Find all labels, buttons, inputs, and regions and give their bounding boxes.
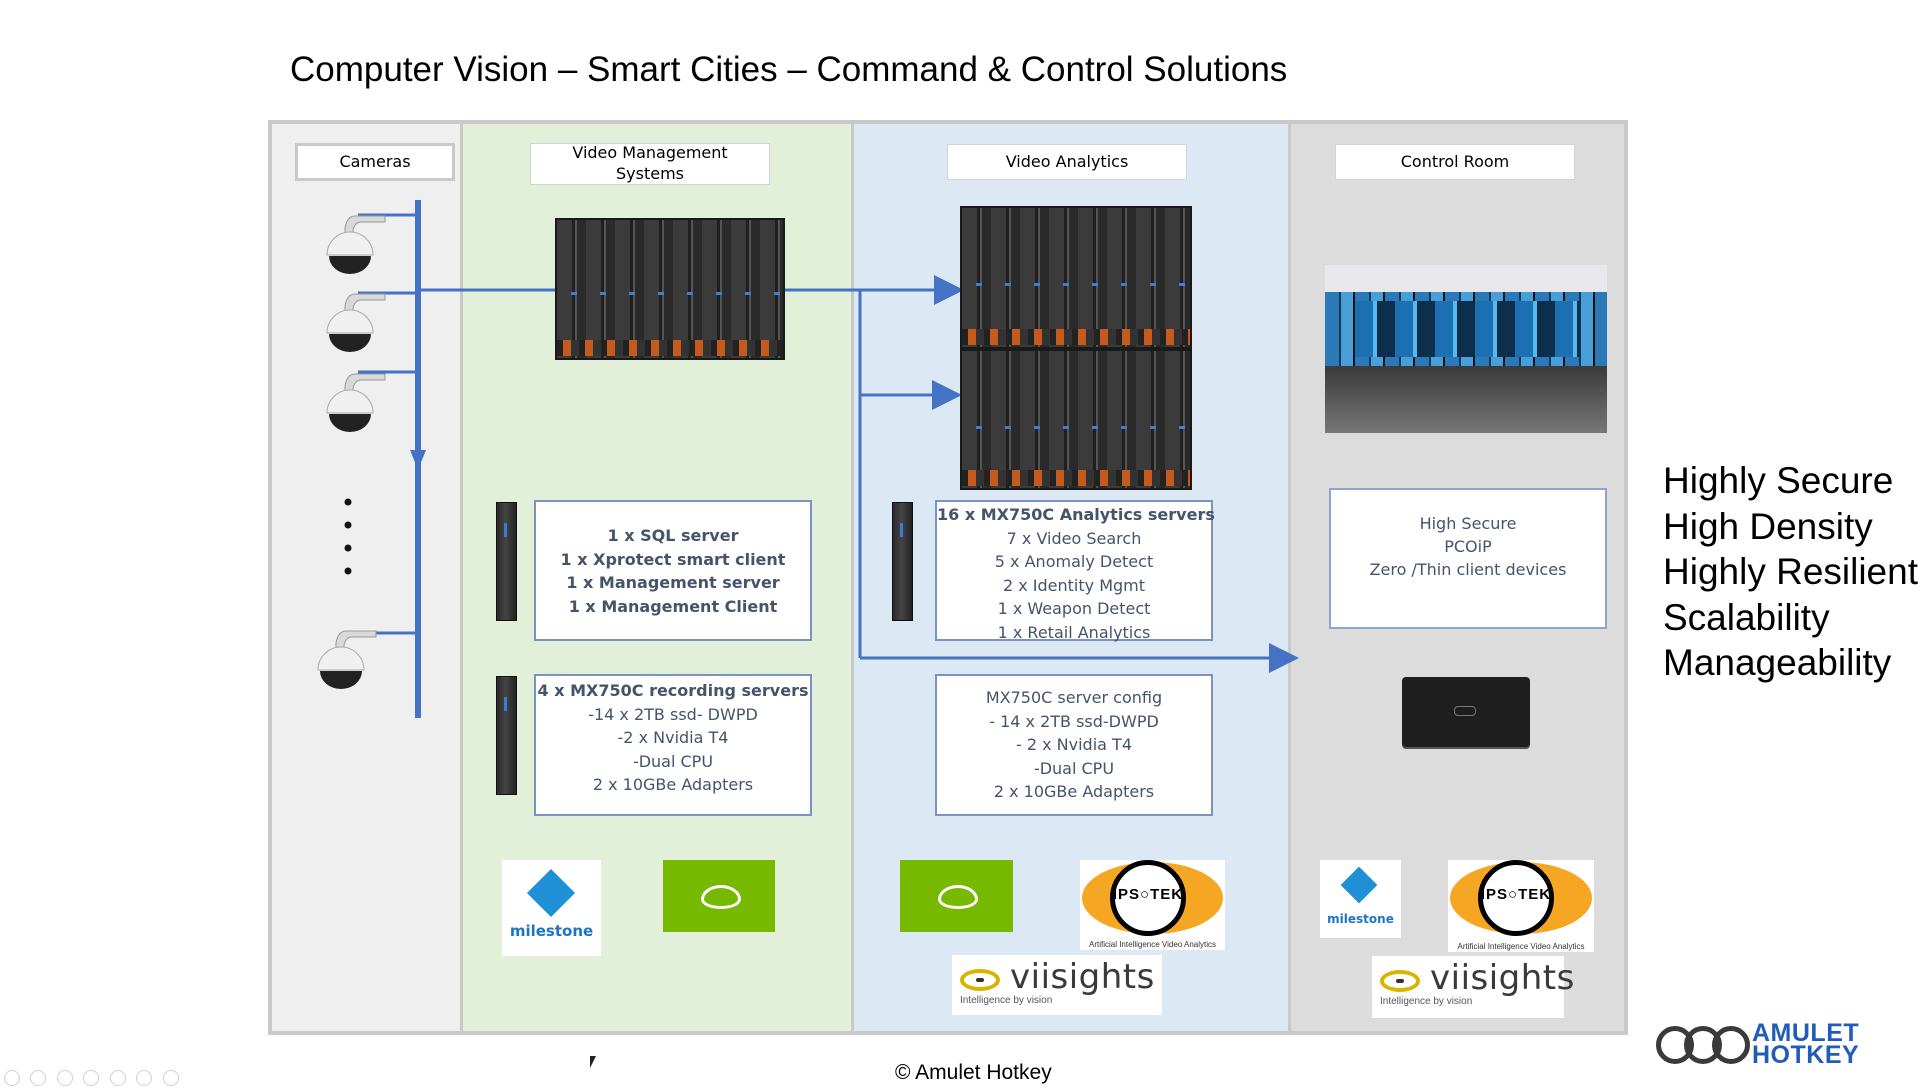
benefits-list: Highly Secure High Density Highly Resili… xyxy=(1663,458,1918,686)
ipsotek-logo: IPS○TEK Artificial Intelligence Video An… xyxy=(1080,860,1225,950)
zoom-icon[interactable] xyxy=(109,1070,126,1086)
box-line: 4 x MX750C recording servers xyxy=(537,681,809,700)
box-line: 1 x Xprotect smart client xyxy=(560,549,786,569)
analytics-chassis-image xyxy=(960,349,1192,490)
box-line: 1 x Management server xyxy=(566,573,780,592)
control-room-devices-box: High Secure PCOiP Zero /Thin client devi… xyxy=(1329,488,1607,629)
viisights-logo: viisights Intelligence by vision xyxy=(952,955,1162,1015)
more-options-icon[interactable] xyxy=(162,1070,179,1086)
amulet-hotkey-logo: AMULET HOTKEY xyxy=(1656,1018,1908,1068)
analytics-server-config-box: MX750C server config - 14 x 2TB ssd-DWPD… xyxy=(935,674,1213,816)
vms-header-line2: Systems xyxy=(616,164,684,183)
cameras-header: Cameras xyxy=(295,143,455,181)
box-line: 2 x Identity Mgmt xyxy=(1002,575,1146,595)
vms-chassis-image xyxy=(555,218,785,360)
benefit-item: High Density xyxy=(1663,505,1873,547)
server-blade-icon xyxy=(496,676,517,795)
box-line: -Dual CPU xyxy=(632,751,714,771)
vms-header: Video Management Systems xyxy=(530,143,770,185)
slides-grid-icon[interactable] xyxy=(83,1070,100,1086)
subtitles-icon[interactable] xyxy=(136,1070,153,1086)
viisights-logo-text: viisights xyxy=(1010,957,1155,997)
viisights-logo: viisights Intelligence by vision xyxy=(1372,956,1574,1018)
diagram-frame xyxy=(268,120,1628,1035)
ptz-camera-icon xyxy=(326,215,386,274)
box-line: 2 x 10GBe Adapters xyxy=(993,782,1155,801)
box-line: -14 x 2TB ssd- DWPD xyxy=(588,704,758,724)
previous-slide-icon[interactable] xyxy=(4,1070,20,1086)
control-room-header: Control Room xyxy=(1335,144,1575,180)
viisights-logo-subtext: Intelligence by vision xyxy=(1380,996,1473,1007)
ipsotek-logo-text: IPS○TEK xyxy=(1112,886,1184,903)
box-line: PCOiP xyxy=(1444,537,1492,556)
vms-header-line1: Video Management xyxy=(572,143,728,163)
milestone-logo-text: milestone xyxy=(509,922,594,940)
box-line: - 2 x Nvidia T4 xyxy=(1015,735,1132,754)
slide-title: Computer Vision – Smart Cities – Command… xyxy=(290,50,1288,89)
box-line: Zero /Thin client devices xyxy=(1369,560,1567,579)
box-line: 1 x Management Client xyxy=(568,596,778,616)
viisights-logo-subtext: Intelligence by vision xyxy=(960,995,1053,1006)
analytics-chassis-image xyxy=(960,206,1192,349)
column-divider xyxy=(460,124,463,1031)
box-line: 1 x SQL server xyxy=(607,526,739,545)
next-slide-icon[interactable] xyxy=(30,1070,47,1086)
box-line: -Dual CPU xyxy=(1033,758,1115,778)
box-line: 16 x MX750C Analytics servers xyxy=(937,505,1215,524)
cameras-column xyxy=(272,124,460,1031)
copyright-text: © Amulet Hotkey xyxy=(895,1061,1052,1084)
benefit-item: Highly Resilient xyxy=(1663,551,1918,592)
nvidia-logo xyxy=(663,860,775,932)
amulet-logo-line1: AMULET xyxy=(1752,1019,1860,1047)
mouse-cursor-icon xyxy=(590,1056,596,1068)
ipsotek-logo-subtext: Artificial Intelligence Video Analytics xyxy=(1457,942,1585,951)
benefit-item: Scalability xyxy=(1663,596,1830,638)
box-line: MX750C server config xyxy=(985,688,1163,707)
ipsotek-logo-text: IPS○TEK xyxy=(1480,886,1552,903)
column-divider xyxy=(1288,124,1291,1031)
vms-recording-servers-box: 4 x MX750C recording servers -14 x 2TB s… xyxy=(534,674,812,816)
server-blade-icon xyxy=(496,502,517,621)
nvidia-logo xyxy=(900,860,1013,932)
box-line: 1 x Retail Analytics xyxy=(997,622,1151,642)
slideshow-toolbar[interactable] xyxy=(4,1070,185,1090)
box-line: 1 x Weapon Detect xyxy=(997,599,1151,618)
bus-arrow-icon xyxy=(410,450,426,470)
column-divider xyxy=(851,124,854,1031)
box-line: - 14 x 2TB ssd-DWPD xyxy=(989,711,1159,731)
amulet-logo-line2: HOTKEY xyxy=(1752,1041,1860,1069)
ptz-camera-icon xyxy=(326,293,386,352)
analytics-servers-box: 16 x MX750C Analytics servers 7 x Video … xyxy=(935,500,1215,642)
box-line: 7 x Video Search xyxy=(1006,528,1142,548)
milestone-logo: milestone xyxy=(502,860,601,956)
zero-client-device-image xyxy=(1402,677,1530,747)
ipsotek-logo: IPS○TEK Artificial Intelligence Video An… xyxy=(1448,860,1594,952)
milestone-logo: milestone xyxy=(1320,860,1401,938)
ptz-camera-icon xyxy=(317,630,377,689)
box-line: 2 x 10GBe Adapters xyxy=(592,775,754,794)
vms-config-box: 1 x SQL server 1 x Xprotect smart client… xyxy=(534,500,812,641)
ptz-camera-icon xyxy=(326,373,386,432)
box-line: -2 x Nvidia T4 xyxy=(617,728,729,747)
control-room-photo xyxy=(1325,265,1607,433)
box-line: High Secure xyxy=(1419,514,1517,533)
milestone-logo-text: milestone xyxy=(1327,912,1394,926)
benefit-item: Highly Secure xyxy=(1663,460,1894,501)
viisights-logo-text: viisights xyxy=(1430,958,1575,998)
analytics-header: Video Analytics xyxy=(947,144,1187,180)
pen-icon[interactable] xyxy=(56,1070,73,1086)
ipsotek-logo-subtext: Artificial Intelligence Video Analytics xyxy=(1088,940,1217,949)
benefit-item: Manageability xyxy=(1663,642,1892,683)
server-blade-icon xyxy=(892,502,913,621)
ellipsis-icon xyxy=(344,498,352,575)
box-line: 5 x Anomaly Detect xyxy=(994,552,1154,571)
